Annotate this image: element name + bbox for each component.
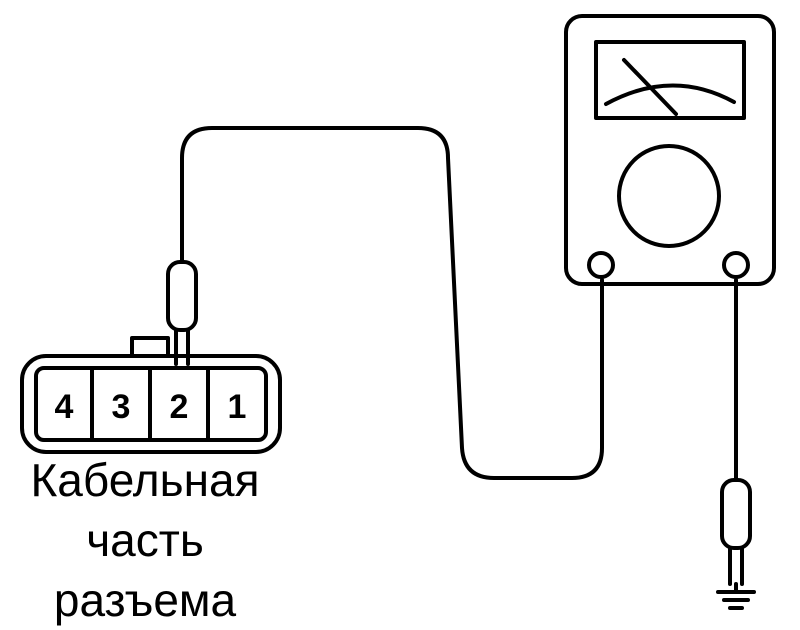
ground-icon [716,582,756,610]
jack-left [587,251,615,279]
selector-dial [617,144,721,248]
meter-needle [622,58,678,116]
pin-label-1: 1 [228,388,247,426]
probe-handle-1 [166,260,198,332]
caption-line-2: часть [86,514,204,566]
probe-handle-2 [720,478,752,550]
jack-right [722,251,750,279]
meter-scale-arc [604,83,736,106]
pin-label-2: 2 [170,388,189,426]
meter-display [594,40,746,120]
connector-latch [130,336,170,358]
multimeter-body [564,14,776,286]
pin-label-3: 3 [112,388,131,426]
caption-line-1: Кабельная [30,454,260,506]
pin-label-4: 4 [55,388,74,426]
caption-line-3: разъема [53,574,237,626]
probe-wire-1 [180,126,604,480]
